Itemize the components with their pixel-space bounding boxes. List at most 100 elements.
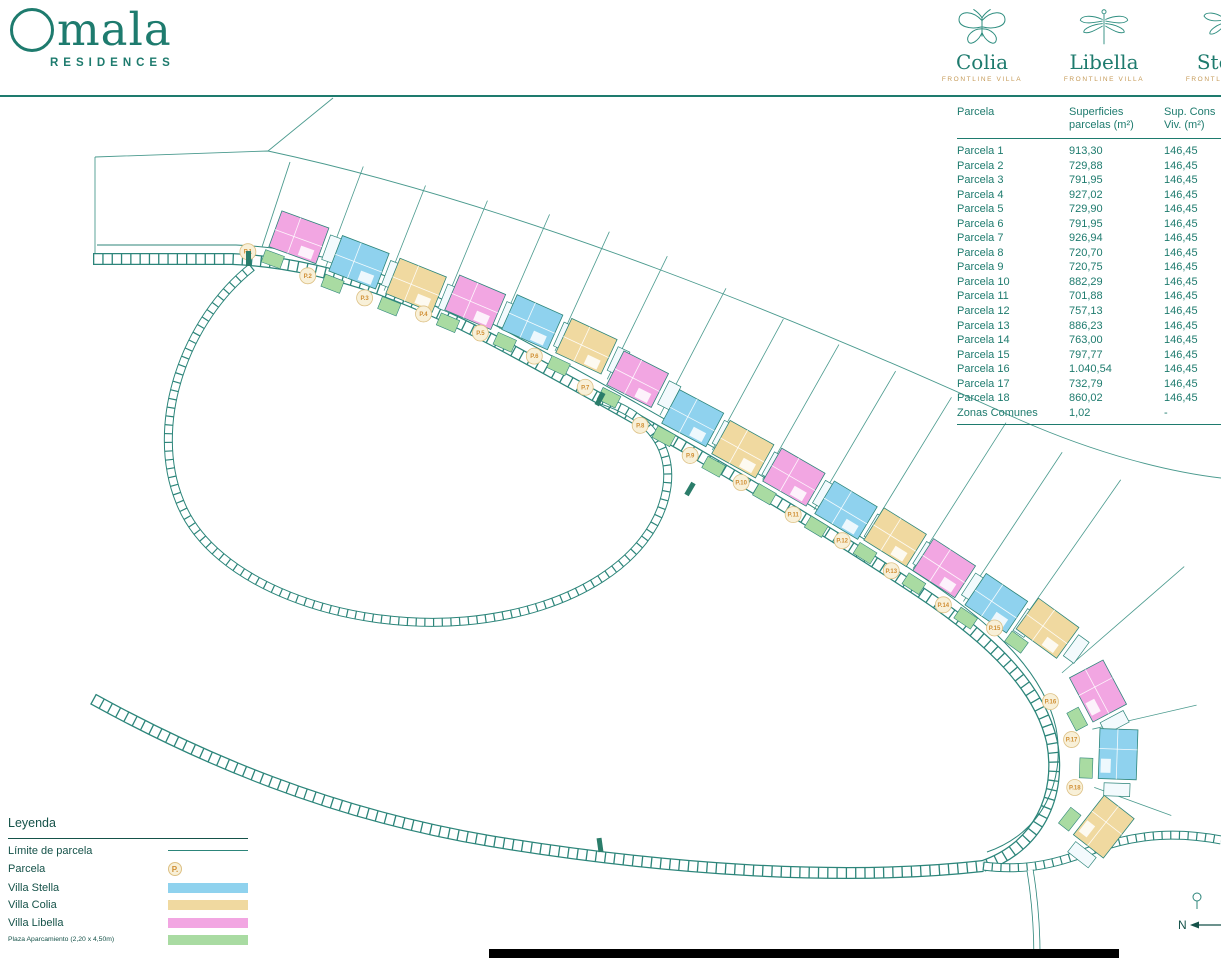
table-cell: Parcela 15 xyxy=(957,348,1010,361)
parcel-label-text: P.11 xyxy=(788,513,800,519)
table-cell: Parcela 4 xyxy=(957,188,1004,201)
parcel-label-text: P.2 xyxy=(304,274,313,280)
table-cell: 701,88 xyxy=(1069,290,1103,303)
table-cell: 763,00 xyxy=(1069,334,1103,347)
table-cell: 146,45 xyxy=(1164,188,1198,201)
parcel-label-badge: P.3 xyxy=(356,289,374,307)
parcel-P.18: P.18 xyxy=(1058,779,1135,869)
parcel-P.3: P.3 xyxy=(356,257,461,317)
table-cell: 729,90 xyxy=(1069,203,1103,216)
villa-footprint xyxy=(444,274,507,331)
parcel-label-text: P.10 xyxy=(735,481,747,487)
table-cell: 146,45 xyxy=(1164,392,1198,405)
parcel-label-badge: P.17 xyxy=(1063,731,1080,748)
parking-space xyxy=(651,425,677,448)
table-cell: Parcela 9 xyxy=(957,261,1004,274)
villa-color-swatch xyxy=(168,934,248,945)
parcel-P.14: P.14 xyxy=(934,572,1039,638)
table-cell: 729,88 xyxy=(1069,159,1103,172)
parcel-label-text: P.12 xyxy=(836,539,848,545)
parking-space xyxy=(377,296,402,317)
parcels-layer: P.1P.2P.3P.4P.5P.6P.7P.8P.9P.10P.11P.12P… xyxy=(239,210,1139,869)
legend-item: Villa Colia xyxy=(8,899,248,911)
parcel-P.15: P.15 xyxy=(986,597,1090,664)
table-cell: 1.040,54 xyxy=(1069,363,1112,376)
villa-footprint xyxy=(1015,597,1080,659)
parcel-label-text: P.4 xyxy=(419,312,428,318)
villa-footprint xyxy=(385,257,447,313)
parking-space xyxy=(546,355,571,377)
villa-type-header: Colia FRONTLINE VILLA Libella FRONTLINE … xyxy=(928,5,1221,83)
legend-label: Villa Colia xyxy=(8,899,57,912)
parking-space xyxy=(492,331,517,353)
villa-footprint xyxy=(661,389,725,448)
table-cell: 926,94 xyxy=(1069,232,1103,245)
table-cell: Parcela 17 xyxy=(957,377,1010,390)
logo-ring-icon xyxy=(10,8,54,52)
table-cell: 720,70 xyxy=(1069,246,1103,259)
parcel-label-badge: P.8 xyxy=(631,416,649,434)
table-cell: 146,45 xyxy=(1164,174,1198,187)
parcel-P.6: P.6 xyxy=(525,317,631,377)
table-cell: - xyxy=(1164,406,1168,419)
table-cell: 913,30 xyxy=(1069,145,1103,157)
table-row: Parcela 5 729,90 146,45 xyxy=(957,202,1221,217)
parking-space xyxy=(852,541,878,565)
table-cell: 757,13 xyxy=(1069,305,1103,318)
table-cell: Parcela 5 xyxy=(957,203,1004,216)
table-cell: 146,45 xyxy=(1164,334,1198,347)
parcel-label-badge: P.4 xyxy=(415,305,432,323)
parking-space xyxy=(320,273,345,294)
table-cell: Parcela 6 xyxy=(957,217,1004,230)
parcel-label-badge: P.7 xyxy=(576,378,594,396)
parcel-label-text: P.7 xyxy=(581,385,590,391)
exit-road xyxy=(1030,870,1037,958)
north-arrow-icon xyxy=(1190,921,1199,929)
parcel-label-text: P.14 xyxy=(938,603,950,609)
table-cell: 146,45 xyxy=(1164,377,1198,390)
table-cell: 146,45 xyxy=(1164,363,1198,376)
legend-label: Villa Libella xyxy=(8,916,64,929)
omala-logo: mala RESIDENCES xyxy=(10,6,175,69)
parcel-label-badge: P.10 xyxy=(732,474,750,491)
parcel-label-badge: P.15 xyxy=(986,619,1003,637)
legend-title: Leyenda xyxy=(8,816,248,839)
legend-label: Parcela xyxy=(8,863,46,876)
villa-footprint xyxy=(1072,794,1135,859)
parcel-boundaries xyxy=(94,97,1221,479)
parcel-label-badge: P.2 xyxy=(299,267,317,285)
table-cell: 146,45 xyxy=(1164,261,1198,274)
villa-type-stella: Stella FRONTLINE VILLA xyxy=(1172,5,1221,83)
villa-footprint xyxy=(964,572,1029,634)
table-cell: Parcela 12 xyxy=(957,305,1010,318)
parking-space xyxy=(701,455,726,478)
villa-type-name: Colia xyxy=(955,50,1009,74)
parcel-label-badge: P.18 xyxy=(1066,779,1084,796)
villa-footprint xyxy=(912,538,977,599)
parking-space xyxy=(1078,757,1094,779)
villa-footprint xyxy=(863,507,927,568)
table-cell: 791,95 xyxy=(1069,217,1103,230)
parking-space xyxy=(596,387,622,409)
logo-text: mala xyxy=(57,3,172,56)
table-cell: 732,79 xyxy=(1069,377,1103,390)
table-cell: 146,45 xyxy=(1164,203,1198,216)
table-row: Parcela 17 732,79 146,45 xyxy=(957,377,1221,392)
